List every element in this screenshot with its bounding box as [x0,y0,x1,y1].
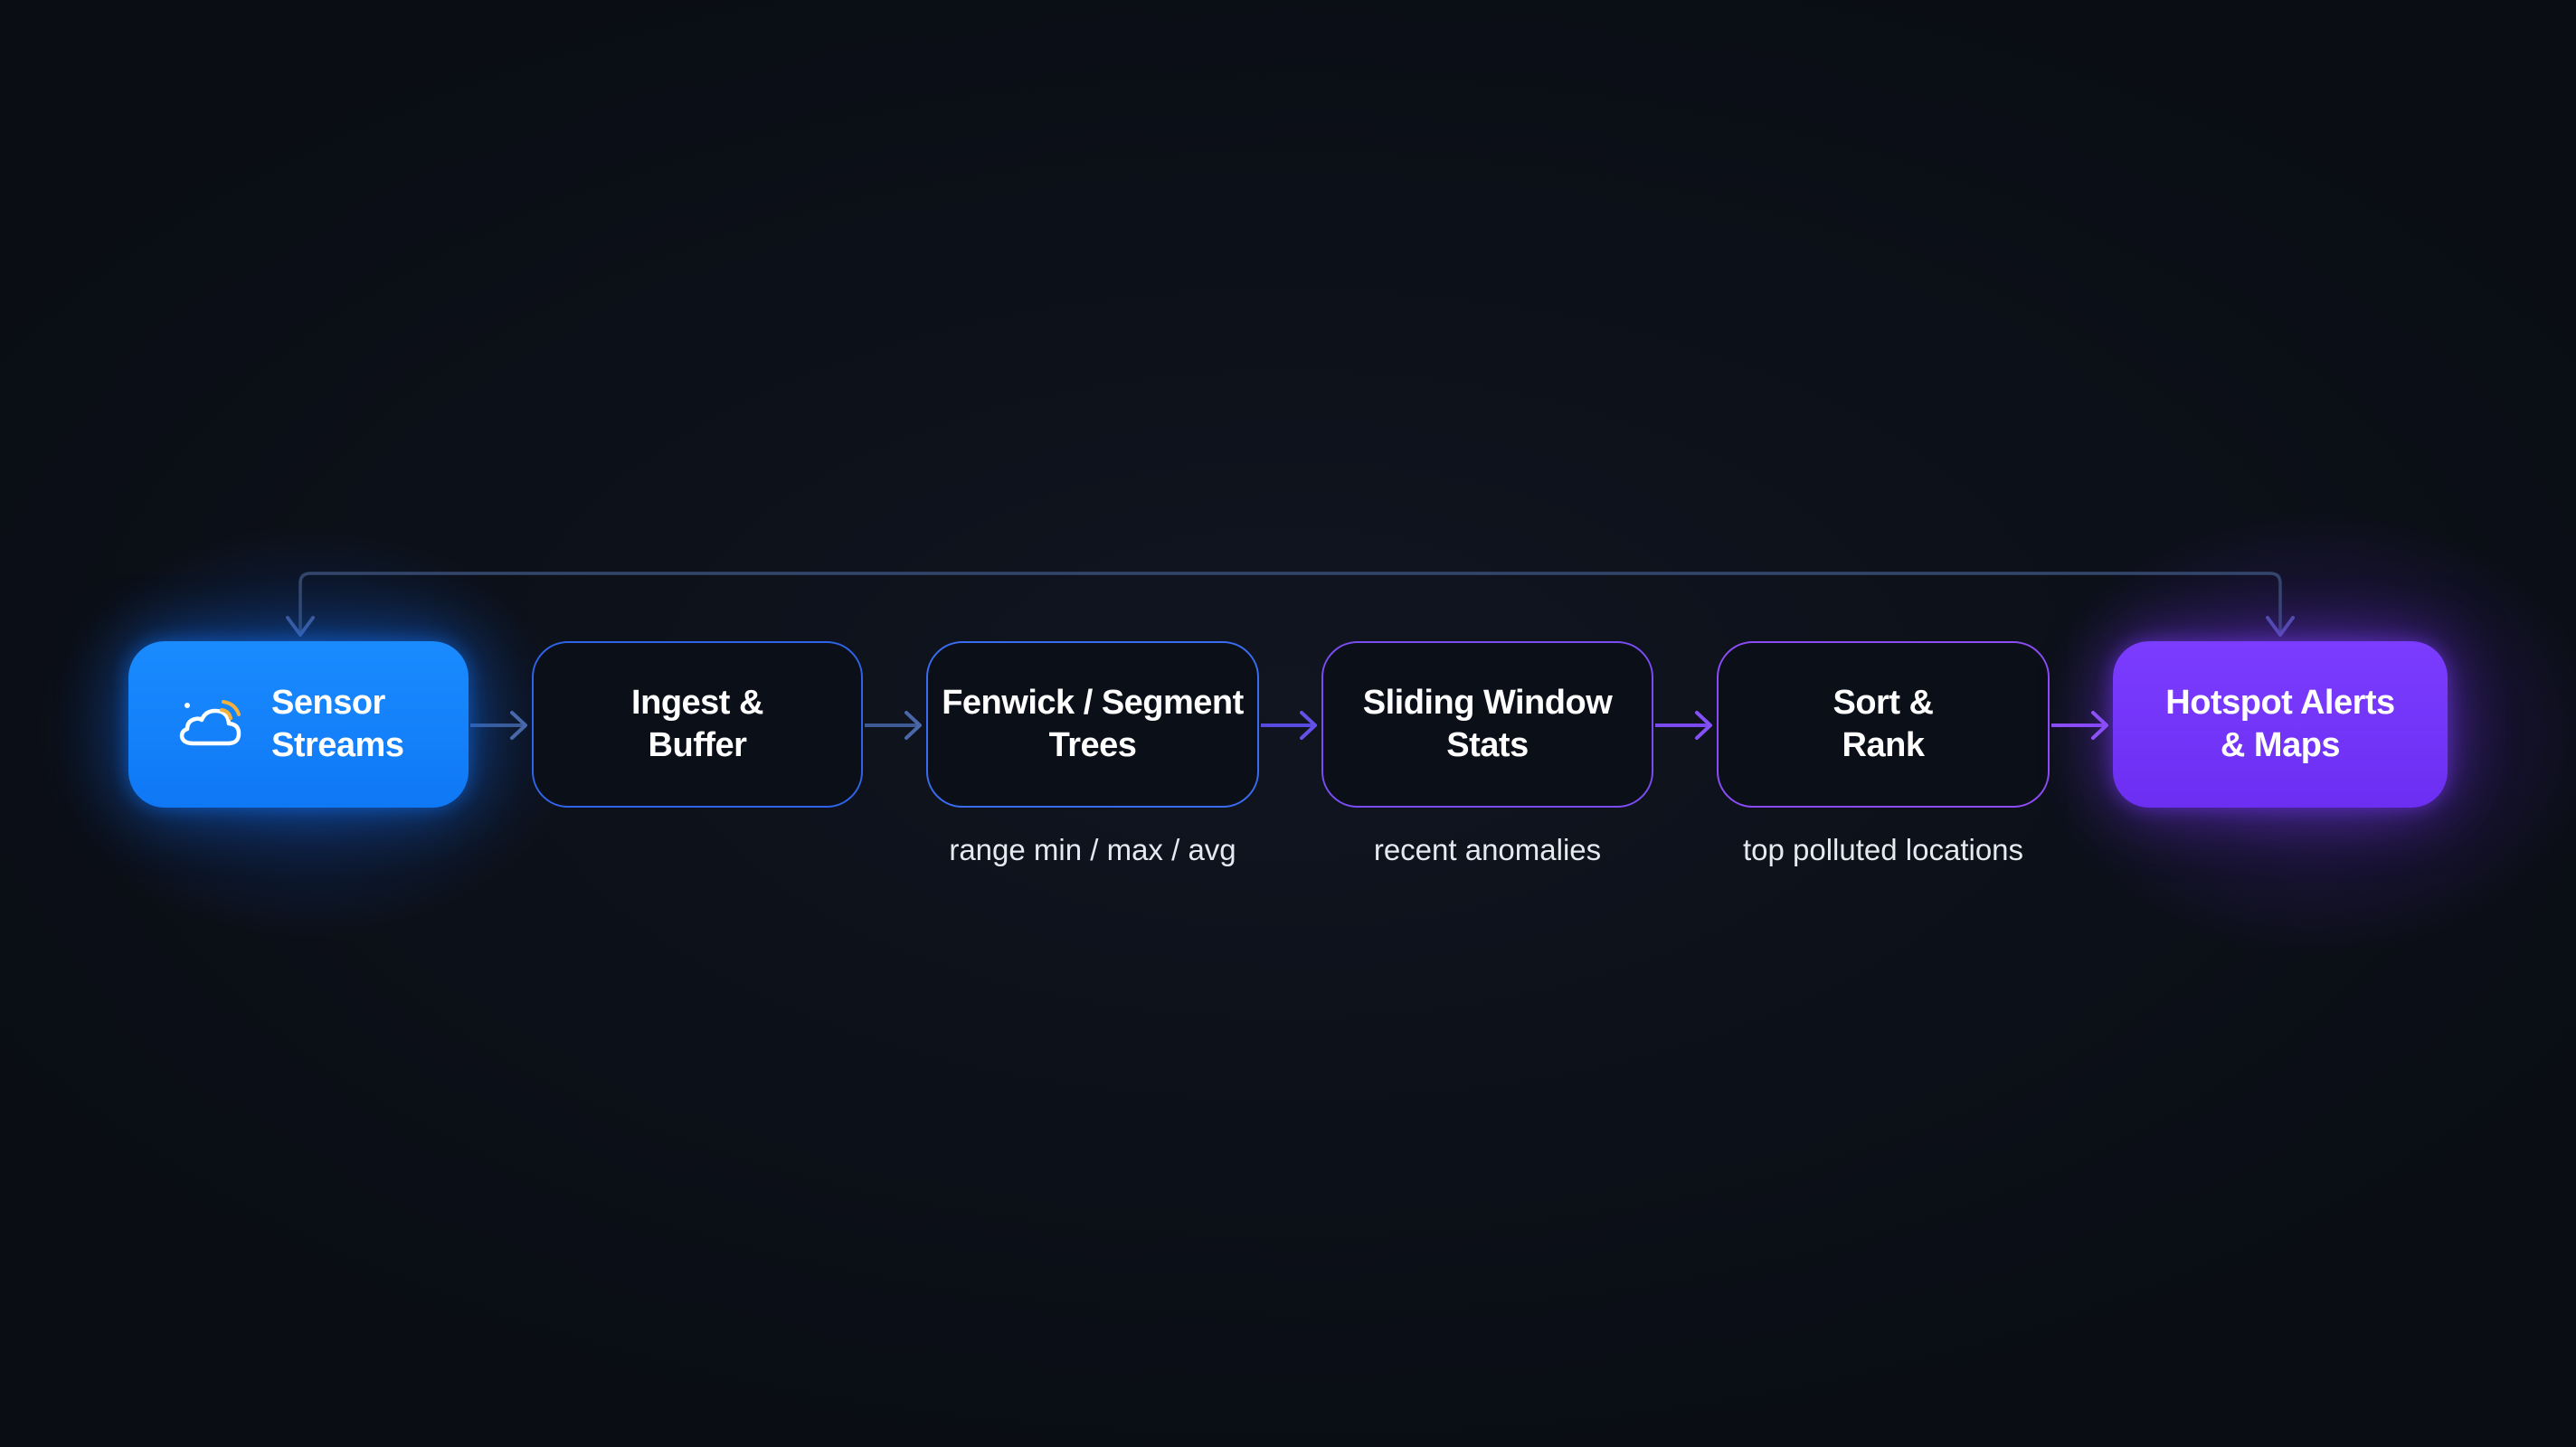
node-hotspot-alerts-maps: Hotspot Alerts & Maps [2113,641,2448,808]
node-ingest-buffer: Ingest & Buffer [532,641,863,808]
node-sort-rank: Sort & Rank [1717,641,2050,808]
cloud-signal-icon [175,695,246,754]
node-label: Hotspot Alerts & Maps [2165,684,2395,764]
node-label: Ingest & Buffer [631,684,763,764]
node-label: Sliding Window Stats [1362,684,1613,764]
caption-sliding-window-stats: recent anomalies [1373,833,1602,866]
arrow-sensor-to-ingest [470,711,527,740]
arrow-sliding-to-sort [1655,711,1712,740]
node-label: Sensor Streams [271,684,404,764]
arrow-sort-to-hotspot [2051,711,2108,740]
node-label: Fenwick / Segment Trees [942,684,1244,764]
arrow-ingest-to-fenwick [865,711,922,740]
feedback-bus-line [298,572,2282,636]
feedback-arrow-hotspot-alerts [2266,616,2295,637]
arrow-fenwick-to-sliding [1261,711,1317,740]
node-sliding-window-stats: Sliding Window Stats [1321,641,1653,808]
node-label: Sort & Rank [1833,684,1935,764]
feedback-arrow-sensor-streams [286,616,315,637]
node-sensor-streams: Sensor Streams [128,641,469,808]
caption-fenwick-segment-trees: range min / max / avg [949,833,1236,866]
node-fenwick-segment-trees: Fenwick / Segment Trees [926,641,1259,808]
caption-sort-rank: top polluted locations [1742,833,2024,866]
